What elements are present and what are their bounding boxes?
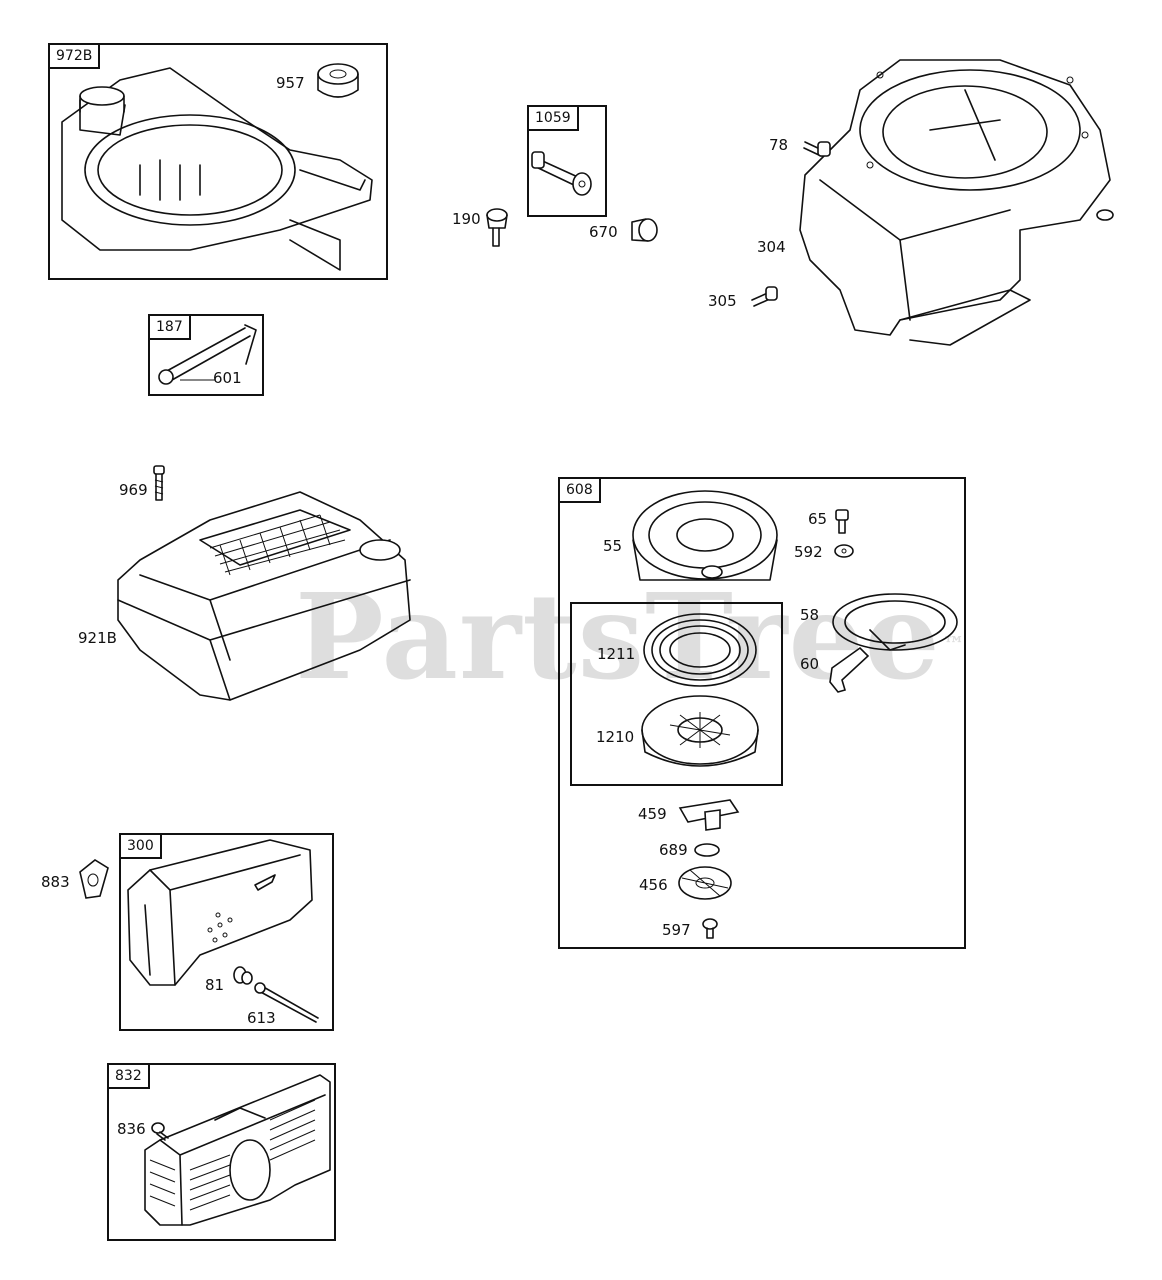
callout-box-1059: 1059	[527, 105, 607, 217]
blower-housing-drawing	[61, 67, 373, 271]
muffler-drawing	[127, 839, 313, 986]
starter-housing-drawing	[632, 490, 778, 581]
stud-drawing	[486, 208, 508, 247]
callout-box-972B: 972B	[48, 43, 388, 280]
part-label-55: 55	[603, 537, 623, 555]
part-label-592: 592	[794, 543, 823, 561]
large-blower-housing-drawing	[799, 59, 1114, 346]
part-label-836: 836	[117, 1120, 146, 1138]
part-label-689: 689	[659, 841, 688, 859]
part-label-883: 883	[41, 873, 70, 891]
nut-592-drawing	[834, 544, 854, 558]
screw-597-drawing	[702, 918, 718, 939]
part-label-78: 78	[769, 136, 789, 154]
bolt-65-drawing	[835, 509, 849, 534]
part-label-58: 58	[800, 606, 820, 624]
part-label-921B: 921B	[78, 629, 117, 647]
part-label-190: 190	[452, 210, 481, 228]
callout-box-972B-label: 972B	[48, 43, 101, 69]
handle-60-drawing	[829, 646, 870, 693]
part-label-65: 65	[808, 510, 828, 528]
pulley-1210-drawing	[641, 695, 759, 767]
washer-81-drawing	[233, 966, 253, 985]
part-label-456: 456	[639, 876, 668, 894]
watermark-trademark: ™	[942, 632, 966, 658]
screw-305-drawing	[751, 286, 778, 307]
part-label-969: 969	[119, 481, 148, 499]
part-label-459: 459	[638, 805, 667, 823]
callout-box-608-inner	[570, 602, 783, 786]
callout-box-608-label: 608	[558, 477, 601, 503]
part-label-1211: 1211	[597, 645, 636, 663]
part-label-1210: 1210	[596, 728, 635, 746]
part-label-60: 60	[800, 655, 820, 673]
rope-58-drawing	[832, 593, 958, 651]
callout-box-187: 187	[148, 314, 264, 396]
part-label-304: 304	[757, 238, 786, 256]
bolt-and-washer-drawing	[531, 151, 592, 196]
pawl-459-drawing	[678, 799, 740, 831]
heat-shield-drawing	[144, 1074, 331, 1226]
callout-box-300-label: 300	[119, 833, 162, 859]
part-label-305: 305	[708, 292, 737, 310]
spring-1211-drawing	[643, 613, 757, 687]
callout-box-832-label: 832	[107, 1063, 150, 1089]
dipstick-tube-drawing	[158, 324, 257, 385]
callout-box-300: 300	[119, 833, 334, 1031]
screw-969-drawing	[153, 465, 165, 501]
part-label-601: 601	[213, 369, 242, 387]
gasket-883-drawing	[79, 859, 109, 899]
retainer-456-drawing	[678, 866, 732, 900]
callout-box-608: 608	[558, 477, 966, 949]
part-label-957: 957	[276, 74, 305, 92]
oil-cap-drawing	[317, 63, 359, 98]
callout-box-1059-label: 1059	[527, 105, 579, 131]
spring-689-drawing	[694, 843, 720, 857]
bolt-613-drawing	[254, 982, 319, 1023]
part-label-670: 670	[589, 223, 618, 241]
bolt-78-drawing	[803, 141, 831, 157]
callout-box-832: 832	[107, 1063, 336, 1241]
bushing-drawing	[631, 218, 658, 242]
screw-836-drawing	[151, 1122, 169, 1141]
part-label-81: 81	[205, 976, 225, 994]
callout-box-187-label: 187	[148, 314, 191, 340]
part-label-597: 597	[662, 921, 691, 939]
air-cleaner-cover-drawing	[117, 491, 411, 701]
part-label-613: 613	[247, 1009, 276, 1027]
